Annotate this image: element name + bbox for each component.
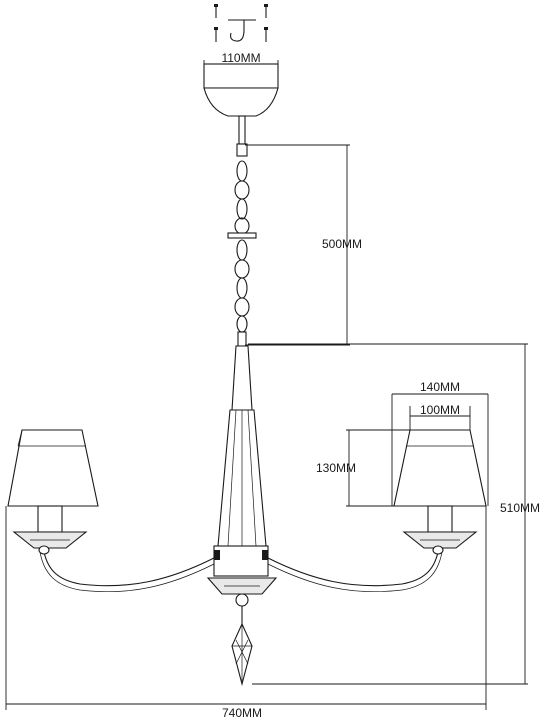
chain-length-label: 500MM	[322, 237, 362, 251]
screw-icon	[264, 4, 268, 18]
shade-bottom-width-dimension	[391, 393, 489, 506]
shade-top-width-label: 100MM	[420, 403, 460, 417]
total-width-label: 740MM	[222, 706, 262, 720]
total-height-dimension	[248, 343, 528, 685]
mounting-hardware	[214, 4, 268, 42]
shade-height-dimension	[346, 429, 410, 507]
canopy-width-dimension	[203, 60, 279, 68]
ceiling-canopy	[203, 63, 279, 117]
screw-icon	[214, 4, 218, 18]
chain-length-dimension	[245, 144, 350, 346]
shade-bottom-width-label: 140MM	[420, 380, 460, 394]
total-height-label: 510MM	[500, 501, 540, 515]
total-width-dimension	[5, 506, 487, 710]
left-arm	[39, 551, 215, 593]
crystal-pendant-icon	[231, 622, 253, 687]
right-arm	[267, 551, 443, 593]
screw-icon	[264, 27, 268, 42]
shade-top-width-dimension	[409, 406, 471, 430]
canopy-width-label: 110MM	[221, 51, 260, 65]
right-lamp	[393, 429, 487, 555]
left-lamp	[7, 429, 99, 555]
screw-icon	[214, 27, 218, 42]
ceiling-hook-icon	[228, 19, 256, 42]
suspension-rod	[236, 115, 248, 157]
shade-height-label: 130MM	[316, 461, 356, 475]
central-column	[206, 345, 278, 624]
chain	[227, 160, 257, 347]
